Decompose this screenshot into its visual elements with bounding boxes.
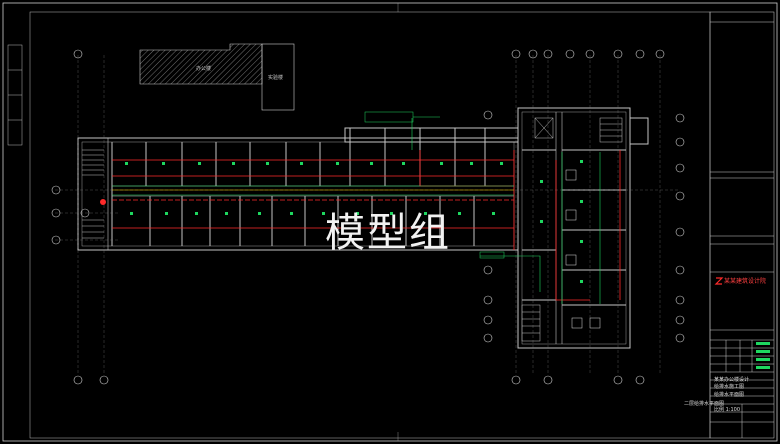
elevator-icon: [521, 117, 623, 342]
toilet-icon: [565, 169, 601, 329]
adjacent-building: [139, 43, 295, 111]
sheet-name: 给排水施工图: [714, 384, 745, 390]
drawing-name: 二层给排水平面图: [684, 401, 725, 407]
fixture-markers: [125, 160, 583, 283]
title-block: [709, 11, 775, 439]
annotation-callouts: [364, 111, 505, 259]
water-supply-pipes: [112, 118, 621, 304]
grid-axes: [55, 55, 680, 375]
scale-note: 比例 1:100: [714, 407, 740, 413]
drawing-status-marks: [756, 342, 770, 369]
fire-hydrant-icon: [80, 199, 106, 218]
project-name: 某某办公楼设计: [714, 377, 750, 383]
tall-block-label: 实验楼: [268, 75, 284, 81]
building-walls: [77, 127, 519, 251]
binding-strip: [7, 44, 23, 146]
watermark-text: 模型组: [325, 210, 451, 256]
company-logo-icon: [714, 277, 724, 285]
drawing-title: 给排水平面图: [714, 392, 745, 398]
hatched-block-label: 办公楼: [196, 66, 212, 72]
compass-circle-icon: [51, 49, 685, 385]
stair-icon: [77, 137, 109, 251]
company-name: 某某建筑设计院: [724, 278, 767, 285]
